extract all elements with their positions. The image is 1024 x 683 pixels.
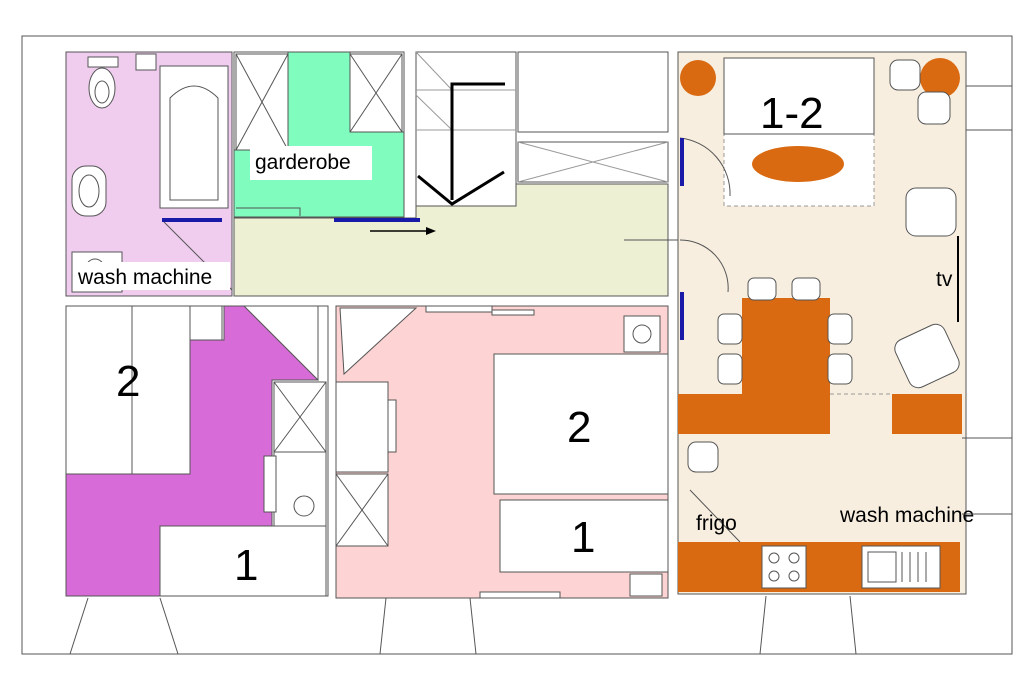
window-top-2: [491, 309, 535, 316]
garderobe-room: garderobe: [233, 51, 405, 218]
toilet-tank: [87, 56, 119, 68]
desk-middle: [335, 381, 389, 473]
side-table-right: [920, 58, 960, 98]
entrance-door-swing-top: [679, 137, 731, 197]
bed-single-middle-number: 1: [571, 513, 595, 562]
window-recess-1: [69, 597, 179, 655]
stair-area: [415, 51, 669, 219]
desk-middle-edge: [387, 399, 397, 453]
tv-label: tv: [936, 268, 953, 291]
dining-chair-1: [747, 277, 777, 301]
wardrobe-middle-x2: [335, 473, 389, 547]
armchair-3: [905, 187, 957, 237]
bed-single-left: [159, 525, 327, 597]
armchair-4: [894, 323, 960, 389]
rug-icon: [752, 146, 844, 182]
bed-double-left: [65, 305, 191, 475]
counter-left: [678, 394, 830, 434]
lamp-middle-top: [632, 324, 652, 344]
dining-chair-3: [717, 313, 743, 345]
corridor-arrow-head: [426, 227, 436, 235]
dining-chair-5: [827, 313, 853, 345]
toilet-bowl: [94, 80, 110, 104]
bedroom-middle: 2 1: [335, 305, 669, 599]
dining-chair-6: [827, 353, 853, 385]
stove-burner-3: [768, 570, 780, 582]
side-table-left: [680, 60, 716, 96]
nightstand-middle-bottom: [629, 573, 663, 597]
sofa-bed-back: [723, 57, 875, 135]
nightstand-left: [189, 305, 223, 341]
sink-basin: [78, 174, 100, 208]
garderobe-label: garderobe: [255, 151, 351, 174]
washbasin-left-drain: [293, 495, 315, 517]
fridge-chair: [687, 441, 719, 473]
dining-chair-2: [791, 277, 821, 301]
stair-diag-1: [415, 51, 453, 91]
entrance-door-swing-bottom: [679, 239, 729, 293]
fridge-door-swing: [689, 489, 741, 543]
bed-single-left-number: 1: [234, 541, 258, 590]
stove-icon: [761, 545, 807, 589]
stair-arrow-icon: [450, 82, 505, 200]
bed-double-middle-number: 2: [567, 403, 591, 452]
window-bottom: [479, 591, 561, 599]
garderobe-label-bg: [250, 146, 372, 180]
washbasin-left-edge: [263, 455, 277, 513]
fridge-label: frigo: [696, 512, 737, 535]
bedroom-middle-door: [339, 307, 418, 376]
window-recess-right-1: [966, 85, 1012, 131]
armchair-1: [889, 59, 921, 91]
bed-double-middle: [493, 353, 669, 495]
stove-burner-1: [768, 552, 780, 564]
kitchen-washer-label: wash machine: [839, 504, 974, 527]
counter-right: [892, 394, 962, 434]
corridor-floor: [233, 183, 669, 297]
window-recess-3: [759, 595, 857, 655]
bathroom: wash machine: [65, 51, 233, 297]
living-room: 1-2 tv frigo: [677, 51, 974, 595]
window-recess-right-2: [962, 437, 1012, 515]
bath-washer-label-bg: [74, 262, 230, 290]
bedroom-left: 2 1: [65, 305, 329, 597]
garderobe-door-swing: [236, 207, 301, 216]
stove-burner-2: [788, 552, 800, 564]
bedroom-left-door: [242, 305, 319, 382]
bathtub-inner: [169, 85, 219, 201]
shelf: [135, 53, 157, 71]
kitchen-sink-basin: [867, 551, 897, 583]
corridor: [233, 183, 722, 297]
stove-burner-4: [788, 570, 800, 582]
storage-x2: [517, 141, 669, 183]
stair-frame: [415, 51, 517, 219]
stair-arrow-head: [417, 170, 505, 206]
sofa-bed-number: 1-2: [760, 89, 824, 138]
closet-1-x2: [235, 53, 289, 151]
exterior-windows: [69, 85, 1012, 655]
stair-diag-2: [415, 94, 453, 131]
window-recess-2: [379, 597, 477, 655]
armchair-2: [917, 91, 951, 125]
bath-washer-label: wash machine: [77, 266, 212, 289]
storage-top: [517, 51, 669, 133]
wardrobe-left-x2: [273, 381, 327, 453]
bed-double-left-number: 2: [116, 357, 140, 406]
bed-single-middle: [499, 499, 669, 573]
dining-chair-4: [717, 353, 743, 385]
window-top-1: [425, 305, 493, 313]
closet-2-x2: [349, 53, 403, 133]
